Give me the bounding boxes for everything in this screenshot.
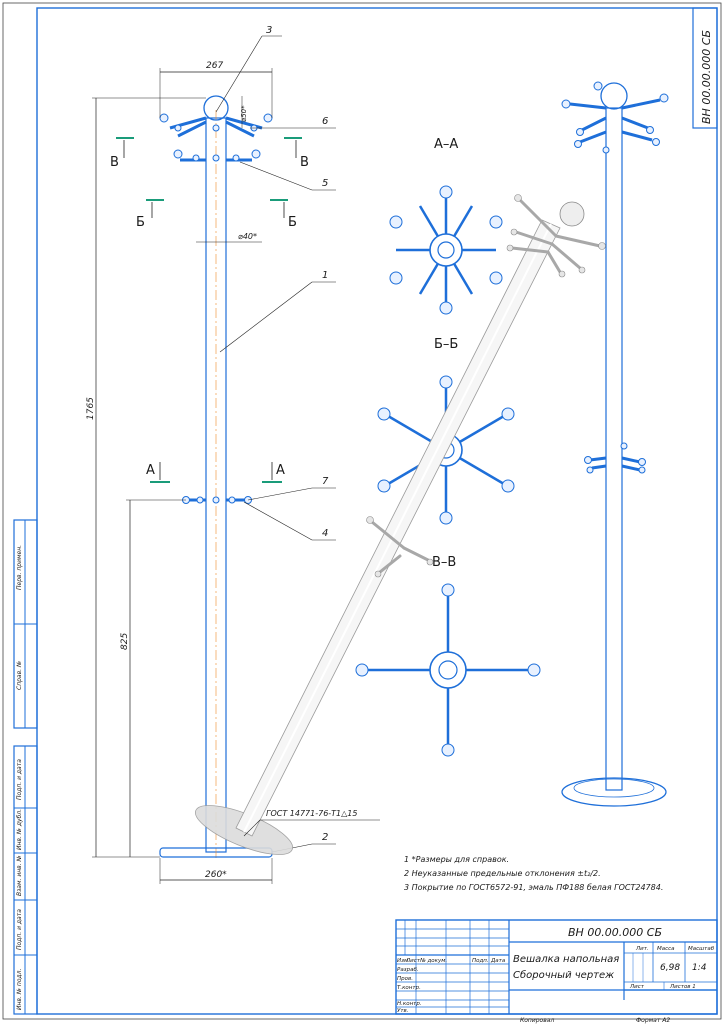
front-view xyxy=(159,95,273,860)
scale-label: Масштаб xyxy=(688,946,715,952)
title-line-1: Вешалка напольная xyxy=(513,954,619,965)
stamp-razrab: Разраб. xyxy=(397,967,419,973)
dim-ball-dia: ⌀50* xyxy=(240,105,248,122)
inner-frame xyxy=(36,7,718,1015)
section-aa: А–А xyxy=(389,137,503,315)
sheets-label: Листов 1 xyxy=(669,984,696,990)
label-inv-dubl: Инв. № дубл. xyxy=(16,809,23,850)
label-inv-podl: Инв. № подл. xyxy=(16,969,23,1010)
rendered-model xyxy=(195,194,606,855)
label-perv: Перв. примен. xyxy=(16,545,23,590)
callout-5: 5 xyxy=(322,178,328,189)
section-aa-title: А–А xyxy=(434,137,458,152)
marker-v-right: В xyxy=(300,155,309,170)
stamp-utv: Утв. xyxy=(397,1008,409,1014)
section-vv-title: В–В xyxy=(432,555,456,570)
mass-label: Масса xyxy=(657,946,675,952)
stamp-data: Дата xyxy=(490,958,506,964)
technical-notes: 1 *Размеры для справок. 2 Неуказанные пр… xyxy=(404,855,663,892)
stamp-nkontr: Н.контр. xyxy=(397,1001,422,1007)
stamp-tkontr: Т.контр. xyxy=(397,985,421,991)
title-block: Изм. Лист № докум. Подп. Дата Разраб. Пр… xyxy=(395,919,718,1015)
label-podp-data2: Подп. и дата xyxy=(16,909,23,950)
copied-label: Копировал xyxy=(520,1017,554,1024)
scale-value: 1:4 xyxy=(692,963,707,973)
note-1: 1 *Размеры для справок. xyxy=(404,855,509,864)
weld-callout: ГОСТ 14771-76-Т1△15 xyxy=(243,809,380,837)
section-bb-title: Б–Б xyxy=(434,337,458,352)
lit-label: Лит. xyxy=(635,946,649,952)
callout-3: 3 xyxy=(266,25,272,36)
marker-a-left: А xyxy=(146,463,155,478)
mass-value: 6,98 xyxy=(660,963,680,973)
designation-rotated: ВН 00.00.000 СБ xyxy=(700,30,713,124)
callout-1: 1 xyxy=(322,270,328,281)
callout-2: 2 xyxy=(322,832,328,843)
format-label: Формат А2 xyxy=(636,1017,670,1024)
note-3: 3 Покрытие по ГОСТ6572-91, эмаль ПФ188 б… xyxy=(404,883,663,892)
dim-width-top: 267 xyxy=(206,61,223,71)
dim-pole-dia: ⌀40* xyxy=(238,232,257,241)
dimensions: 267 ⌀50* ⌀40* 1765 825 260* xyxy=(86,61,273,884)
marker-a-right: А xyxy=(276,463,285,478)
title-line-2: Сборочный чертеж xyxy=(513,969,614,981)
marker-b-right: Б xyxy=(288,215,297,230)
dim-height-total: 1765 xyxy=(86,397,96,420)
label-vzam: Взам. инв. № xyxy=(16,855,23,896)
marker-b-left: Б xyxy=(136,215,145,230)
stamp-list: Лист xyxy=(405,958,421,964)
stamp-prov: Пров. xyxy=(397,976,413,982)
left-margin-strips: Перв. примен. Справ. № Подп. и дата Инв.… xyxy=(13,519,38,1015)
callout-4: 4 xyxy=(322,528,328,539)
stamp-doc: № докум. xyxy=(419,958,447,964)
marker-v-left: В xyxy=(110,155,119,170)
note-2: 2 Неуказанные предельные отклонения ±t₂/… xyxy=(404,869,601,878)
section-vv: В–В xyxy=(355,555,541,757)
dim-height-lower: 825 xyxy=(120,633,130,650)
label-podp-data1: Подп. и дата xyxy=(16,759,23,800)
callout-7: 7 xyxy=(322,476,329,487)
dim-base-dia: 260* xyxy=(205,870,227,880)
section-markers: В В Б Б А А xyxy=(110,137,309,483)
leaders: 3 6 5 1 7 4 2 xyxy=(215,25,336,853)
label-sprav: Справ. № xyxy=(16,661,23,690)
designation-main: ВН 00.00.000 СБ xyxy=(568,926,662,939)
callout-6: 6 xyxy=(322,116,328,127)
sheet-label: Лист xyxy=(629,984,645,990)
stamp-podp: Подп. xyxy=(472,958,489,964)
stamp-izm: Изм. xyxy=(397,958,410,964)
designation-box: ВН 00.00.000 СБ xyxy=(692,7,718,129)
weld-symbol: ГОСТ 14771-76-Т1△15 xyxy=(266,809,357,818)
right-view xyxy=(561,81,669,807)
